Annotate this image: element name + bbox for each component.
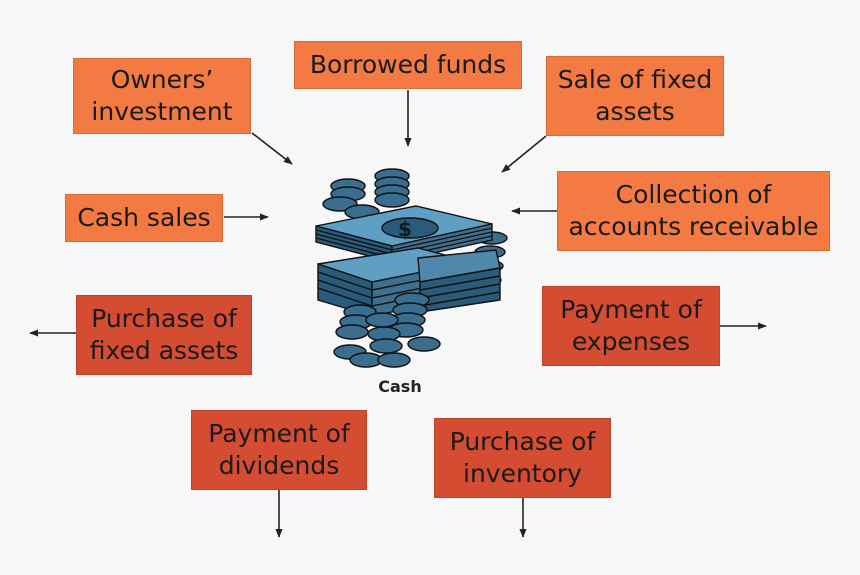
inflow-sale-of-fixed-assets: Sale of fixed assets — [546, 56, 724, 136]
arrow-sale-of-fixed-assets — [501, 135, 547, 173]
outflow-payment-of-expenses-label: Payment of expenses — [560, 295, 702, 356]
arrow-owners-investment — [251, 132, 293, 165]
inflow-collection-of-accounts-receivable: Collection of accounts receivable — [557, 171, 830, 251]
inflow-borrowed-funds-label: Borrowed funds — [309, 50, 507, 79]
inflow-cash-sales: Cash sales — [65, 194, 223, 242]
outflow-purchase-of-fixed-assets: Purchase of fixed assets — [76, 295, 252, 375]
inflow-owners-investment-label: Owners’ investment — [91, 65, 233, 126]
outflow-payment-of-expenses: Payment of expenses — [542, 286, 720, 366]
cash-label: Cash — [378, 377, 422, 396]
inflow-collection-of-accounts-receivable-label: Collection of accounts receivable — [568, 180, 819, 241]
inflow-borrowed-funds: Borrowed funds — [294, 41, 522, 89]
outflow-payment-of-dividends-label: Payment of dividends — [208, 419, 350, 480]
outflow-purchase-of-inventory: Purchase of inventory — [434, 418, 611, 498]
outflow-purchase-of-inventory-label: Purchase of inventory — [449, 427, 596, 488]
inflow-owners-investment: Owners’ investment — [73, 58, 251, 134]
outflow-purchase-of-fixed-assets-label: Purchase of fixed assets — [89, 304, 239, 365]
svg-text:$: $ — [398, 217, 412, 241]
inflow-sale-of-fixed-assets-label: Sale of fixed assets — [557, 65, 713, 126]
inflow-cash-sales-label: Cash sales — [77, 203, 211, 232]
outflow-payment-of-dividends: Payment of dividends — [191, 410, 367, 490]
